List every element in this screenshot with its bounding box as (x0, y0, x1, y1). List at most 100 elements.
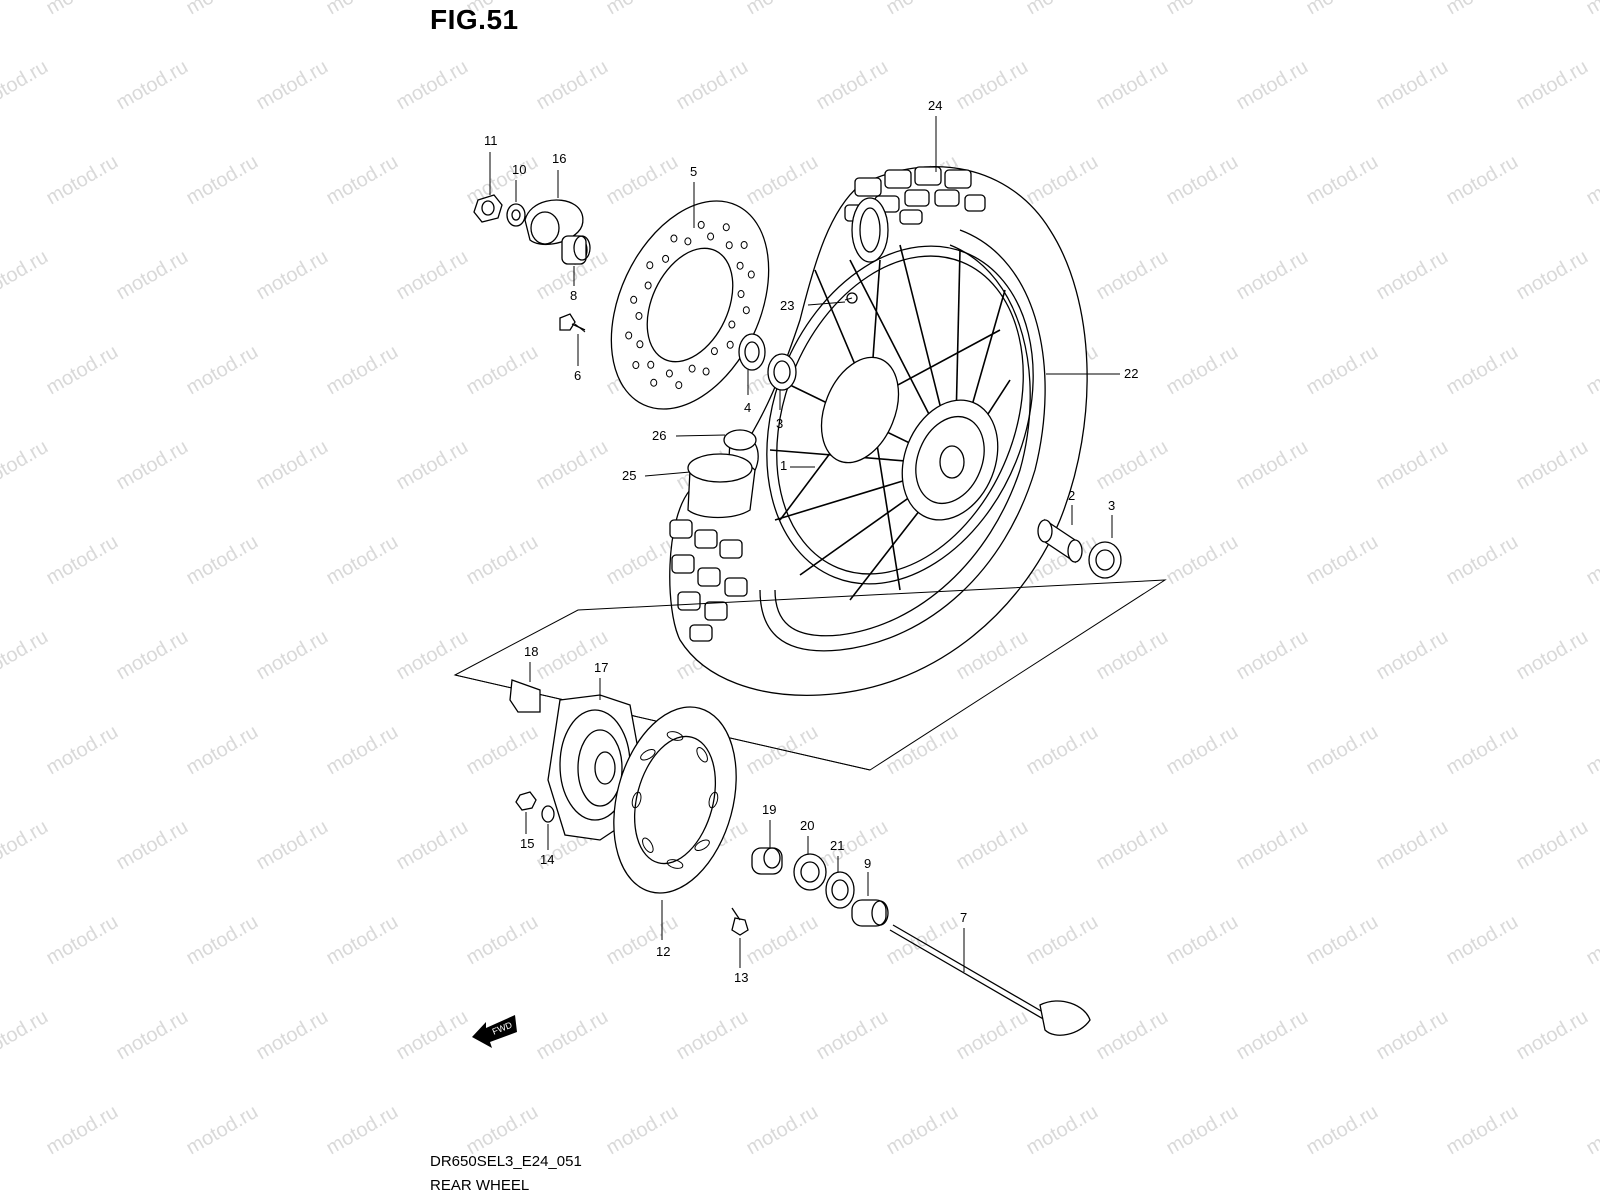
watermark-text: motod.ru (1093, 1006, 1172, 1065)
watermark-text: motod.ru (743, 911, 822, 970)
brake-disc-part-5 (610, 200, 770, 410)
watermark-text: motod.ru (1513, 246, 1592, 305)
watermark-text: motod.ru (323, 1101, 402, 1160)
watermark-text: motod.ru (323, 911, 402, 970)
watermark-text: motod.ru (1163, 0, 1242, 19)
disc-hole (650, 378, 658, 387)
sprocket-slot (631, 791, 642, 809)
watermark-text: motod.ru (1443, 0, 1522, 19)
watermark-text: motod.ru (393, 1006, 472, 1065)
watermark-text: motod.ru (1373, 816, 1452, 875)
callout-label-7: 7 (960, 910, 967, 925)
disc-hole (647, 360, 655, 369)
callout-label-16: 16 (552, 151, 566, 166)
watermark-text: motod.ru (883, 721, 962, 780)
spacer-part-19 (751, 847, 783, 875)
watermark-text: motod.ru (1233, 626, 1312, 685)
disc-hole (747, 270, 755, 279)
footer-code: DR650SEL3_E24_051 (430, 1153, 582, 1170)
disc-hole (632, 361, 640, 370)
watermark-text: motod.ru (463, 341, 542, 400)
speedometer-gear-part-16 (524, 199, 584, 246)
bolt-part-6 (559, 313, 586, 333)
leader-line (675, 434, 726, 437)
watermark-text: motod.ru (463, 151, 542, 210)
watermark-text: motod.ru (1023, 1101, 1102, 1160)
watermark-text: motod.ru (673, 1196, 752, 1200)
disc-hole (646, 261, 654, 270)
watermark-text: motod.ru (1303, 341, 1382, 400)
bearing-part-3-lower (1088, 541, 1122, 579)
sprocket-slot (696, 747, 708, 763)
callout-label-19: 19 (762, 802, 776, 817)
callout-label-4: 4 (744, 400, 751, 415)
watermark-text: motod.ru (813, 1006, 892, 1065)
watermark-text: motod.ru (1373, 1196, 1452, 1200)
watermark-text: motod.ru (603, 0, 682, 19)
callout-label-18: 18 (524, 644, 538, 659)
watermark-text: motod.ru (183, 531, 262, 590)
bearing-part-3-upper (767, 353, 797, 391)
spacer-part-9 (851, 899, 889, 927)
watermark-text: motod.ru (1233, 56, 1312, 115)
watermark-text: motod.ru (533, 626, 612, 685)
watermark-text: motod.ru (183, 0, 262, 19)
watermark-text: motod.ru (1233, 1006, 1312, 1065)
watermark-text: motod.ru (113, 626, 192, 685)
watermark-text: motod.ru (183, 341, 262, 400)
watermark-text: motod.ru (603, 911, 682, 970)
watermark-text: motod.ru (463, 911, 542, 970)
watermark-text: motod.ru (953, 56, 1032, 115)
watermark-text: motod.ru (813, 1196, 892, 1200)
disc-hole (710, 347, 718, 356)
watermark-text: motod.ru (1233, 1196, 1312, 1200)
watermark-text: motod.ru (1443, 721, 1522, 780)
watermark-text: motod.ru (1373, 436, 1452, 495)
disc-hole (630, 295, 638, 304)
watermark-text: motod.ru (1583, 721, 1600, 780)
watermark-text: motod.ru (1023, 911, 1102, 970)
callout-label-3b: 3 (1108, 498, 1115, 513)
disc-hole (736, 261, 744, 270)
watermark-text: motod.ru (113, 246, 192, 305)
watermark-text: motod.ru (113, 436, 192, 495)
watermark-text: motod.ru (673, 1006, 752, 1065)
watermark-text: motod.ru (743, 151, 822, 210)
callout-label-24: 24 (928, 98, 942, 113)
watermark-text: motod.ru (393, 816, 472, 875)
watermark-text: motod.ru (463, 721, 542, 780)
disc-hole (670, 234, 678, 243)
callout-label-8: 8 (570, 288, 577, 303)
washer-part-10 (506, 203, 526, 227)
watermark-text: motod.ru (1023, 151, 1102, 210)
watermark-text: motod.ru (463, 531, 542, 590)
watermark-text: motod.ru (883, 911, 962, 970)
watermark-text: motod.ru (883, 0, 962, 19)
callout-label-22: 22 (1124, 366, 1138, 381)
callout-label-13: 13 (734, 970, 748, 985)
fwd-arrow-icon: FWD (472, 1015, 517, 1048)
watermark-text: motod.ru (1443, 531, 1522, 590)
watermark-text: motod.ru (253, 1196, 332, 1200)
watermark-text: motod.ru (0, 246, 52, 305)
watermark-text: motod.ru (1583, 911, 1600, 970)
disc-hole (737, 290, 745, 299)
watermark-text: motod.ru (1513, 436, 1592, 495)
callout-label-17: 17 (594, 660, 608, 675)
sprocket-slot (666, 731, 684, 741)
watermark-text: motod.ru (323, 531, 402, 590)
watermark-text: motod.ru (1513, 1196, 1592, 1200)
watermark-text: motod.ru (1163, 911, 1242, 970)
callout-label-10: 10 (512, 162, 526, 177)
watermark-text: motod.ru (743, 0, 822, 19)
washer-part-14 (541, 805, 555, 823)
watermark-text: motod.ru (743, 1101, 822, 1160)
watermark-text: motod.ru (323, 0, 402, 19)
rim-band-part-25 (687, 453, 756, 519)
disc-hole (684, 237, 692, 246)
oil-seal-part-4 (738, 333, 766, 371)
disc-holes (625, 220, 755, 390)
watermark-text: motod.ru (1373, 246, 1452, 305)
watermark-text: motod.ru (253, 246, 332, 305)
watermark-text: motod.ru (1163, 531, 1242, 590)
